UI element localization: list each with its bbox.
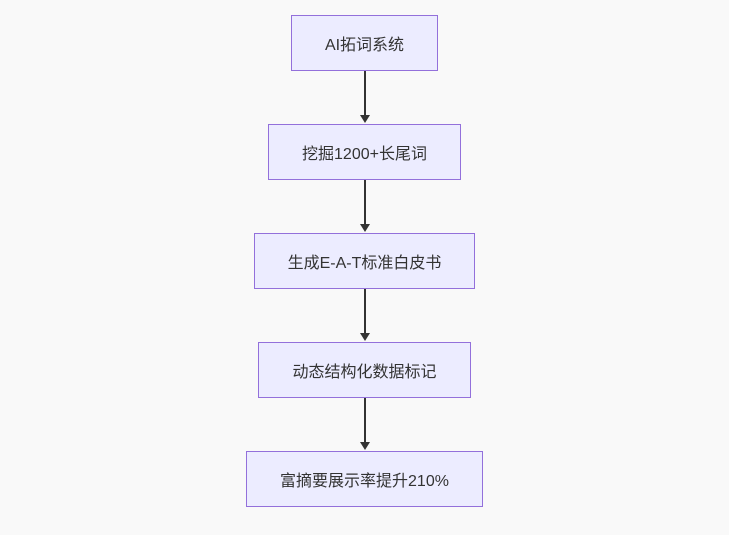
flow-arrow xyxy=(359,289,370,342)
flow-arrow xyxy=(359,71,370,124)
arrow-shaft xyxy=(363,71,366,116)
flow-node-label: 动态结构化数据标记 xyxy=(292,364,437,381)
arrow-shaft xyxy=(363,398,366,443)
flow-node-label: AI拓词系统 xyxy=(324,37,405,54)
flow-arrow xyxy=(359,180,370,233)
arrowhead-icon xyxy=(359,442,370,450)
arrowhead-icon xyxy=(359,224,370,232)
arrowhead-icon xyxy=(359,115,370,123)
flow-node-ai-keyword-system: AI拓词系统 xyxy=(290,15,439,71)
flow-arrow xyxy=(359,398,370,451)
flow-node-label: 挖掘1200+长尾词 xyxy=(302,146,427,163)
arrowhead-icon xyxy=(359,333,370,341)
flow-node-eat-whitepaper: 生成E-A-T标准白皮书 xyxy=(253,233,476,289)
flow-node-longtail-mining: 挖掘1200+长尾词 xyxy=(268,124,461,180)
flow-node-label: 生成E-A-T标准白皮书 xyxy=(287,255,442,272)
arrow-shaft xyxy=(363,289,366,334)
flow-node-structured-data-markup: 动态结构化数据标记 xyxy=(258,342,471,398)
flow-node-rich-snippet-result: 富摘要展示率提升210% xyxy=(246,451,483,507)
arrow-shaft xyxy=(363,180,366,225)
flow-node-label: 富摘要展示率提升210% xyxy=(280,473,449,490)
